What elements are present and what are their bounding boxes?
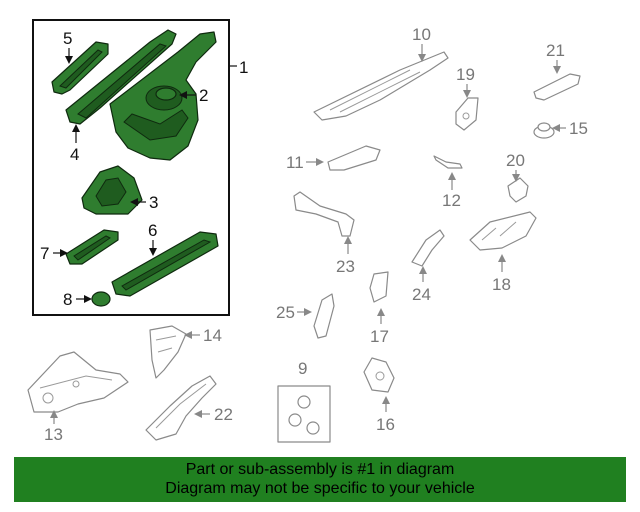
callout-2[interactable]: 2 xyxy=(199,86,208,105)
part-19-bracket[interactable] xyxy=(455,97,479,131)
callout-12[interactable]: 12 xyxy=(442,191,461,210)
part-2-apron[interactable] xyxy=(109,31,217,161)
part-14-pillar[interactable] xyxy=(149,325,187,379)
callout-4[interactable]: 4 xyxy=(70,145,79,164)
part-11-reinforcement[interactable] xyxy=(327,145,381,171)
part-4-rail[interactable] xyxy=(65,29,177,125)
part-23-bracket[interactable] xyxy=(293,191,355,237)
callout-17[interactable]: 17 xyxy=(370,327,389,346)
footer-line-2: Diagram may not be specific to your vehi… xyxy=(165,480,475,497)
part-21-plate[interactable] xyxy=(533,73,581,101)
part-25-bracket[interactable] xyxy=(313,293,335,339)
callout-23[interactable]: 23 xyxy=(336,257,355,276)
callout-3[interactable]: 3 xyxy=(149,193,158,212)
callout-8[interactable]: 8 xyxy=(63,290,72,309)
callout-19[interactable]: 19 xyxy=(456,65,475,84)
part-7-bracket[interactable] xyxy=(65,229,119,265)
part-12-strip[interactable] xyxy=(433,155,463,169)
footer-line-1: Part or sub-assembly is #1 in diagram xyxy=(185,461,455,478)
callout-14[interactable]: 14 xyxy=(203,326,222,345)
part-15-grommet[interactable] xyxy=(533,122,555,139)
footer-banner: Part or sub-assembly is #1 in diagram Di… xyxy=(14,457,626,502)
part-22-liner[interactable] xyxy=(145,375,217,441)
callout-22[interactable]: 22 xyxy=(214,405,233,424)
callout-11[interactable]: 11 xyxy=(286,153,304,172)
callout-16[interactable]: 16 xyxy=(376,415,395,434)
callout-24[interactable]: 24 xyxy=(412,285,431,304)
callout-10[interactable]: 10 xyxy=(412,25,431,44)
part-20-bracket[interactable] xyxy=(507,177,529,203)
part-13-inner-apron[interactable] xyxy=(27,351,129,413)
part-8-plug[interactable] xyxy=(91,291,111,307)
part-9-kit[interactable] xyxy=(277,385,331,443)
part-18-panel[interactable] xyxy=(469,211,537,251)
part-10-rail[interactable] xyxy=(313,51,449,121)
part-17-clip[interactable] xyxy=(369,271,389,303)
part-24-bracket[interactable] xyxy=(411,229,445,267)
callout-13[interactable]: 13 xyxy=(44,425,63,444)
callout-9[interactable]: 9 xyxy=(298,359,307,378)
part-6-frame-rail[interactable] xyxy=(111,231,219,297)
callout-5[interactable]: 5 xyxy=(63,29,72,48)
callout-7[interactable]: 7 xyxy=(40,244,49,263)
part-3-strut-tower[interactable] xyxy=(81,165,143,215)
assembly-box xyxy=(32,19,230,316)
callout-18[interactable]: 18 xyxy=(492,275,511,294)
callout-1[interactable]: 1 xyxy=(239,58,248,77)
callout-20[interactable]: 20 xyxy=(506,151,525,170)
part-16-bracket[interactable] xyxy=(363,357,395,393)
callout-6[interactable]: 6 xyxy=(148,221,157,240)
part-5-rail[interactable] xyxy=(51,41,109,95)
callout-15[interactable]: 15 xyxy=(569,119,588,138)
callout-21[interactable]: 21 xyxy=(546,41,565,60)
callout-25[interactable]: 25 xyxy=(276,303,295,322)
